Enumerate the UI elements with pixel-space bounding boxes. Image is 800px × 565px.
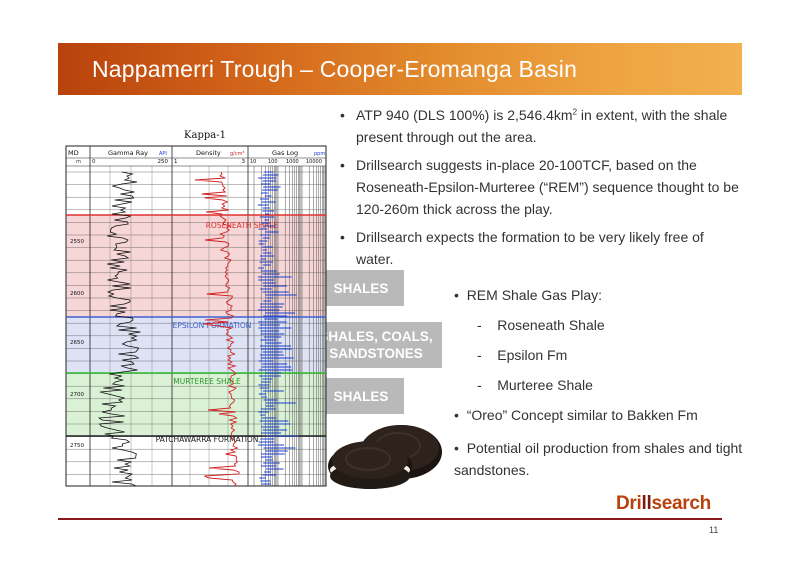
depth-2750: 2750 <box>70 443 84 449</box>
well-log-chart: Kappa-1 MD m Gamma Ray API Density g/cm³ Gas L… <box>65 130 327 487</box>
md-unit: m <box>76 159 81 165</box>
slide-title: Nappamerri Trough – Cooper-Eromanga Basi… <box>92 56 578 82</box>
play-heading: • REM Shale Gas Play: <box>454 287 603 303</box>
bullet-water: • Drillsearch expects the formation to b… <box>340 229 704 267</box>
gamma-header: Gamma Ray <box>108 149 148 157</box>
bullet-potential-oil: • Potential oil production from shales a… <box>454 440 743 478</box>
density-max: 3 <box>242 159 246 165</box>
density-header: Density <box>196 149 221 157</box>
well-name: Kappa-1 <box>184 130 226 141</box>
main-bullets: • ATP 940 (DLS 100%) is 2,546.4km2 in ex… <box>340 104 745 276</box>
depth-2650: 2650 <box>70 340 84 346</box>
drillsearch-logo: Drillsearch <box>616 493 711 514</box>
gamma-min: 0 <box>92 159 96 165</box>
gas-unit: ppm <box>314 151 325 157</box>
label-shales-top: SHALES <box>318 270 404 306</box>
gamma-max: 250 <box>158 159 169 165</box>
gas-tick-10000: 10000 <box>306 159 322 165</box>
density-unit: g/cm³ <box>230 151 244 157</box>
gas-tick-1000: 1000 <box>286 159 299 165</box>
gas-tick-10: 10 <box>250 159 256 165</box>
bullet-in-place: • Drillsearch suggests in-place 20-100TC… <box>340 157 739 217</box>
bullet-extent: • ATP 940 (DLS 100%) is 2,546.4km2 in ex… <box>340 107 728 145</box>
label-shales-coals-sandstones: SHALES, COALS, SANDSTONES <box>310 322 442 368</box>
label-shales-bottom: SHALES <box>318 378 404 414</box>
oreo-cookie-image <box>328 425 442 489</box>
depth-2700: 2700 <box>70 392 84 398</box>
gas-tick-100: 100 <box>268 159 278 165</box>
title-banner: Nappamerri Trough – Cooper-Eromanga Basi… <box>58 43 742 95</box>
formation-label-1: ROSENEATH SHALE <box>206 221 279 230</box>
footer-divider <box>58 518 722 520</box>
play-item-epsilon: - Epsilon Fm <box>477 347 568 363</box>
depth-2550: 2550 <box>70 239 84 245</box>
page-number: 11 <box>709 525 719 535</box>
gas-header: Gas Log <box>272 149 298 157</box>
formation-label-4: PATCHAWARRA FORMATION <box>156 435 259 444</box>
md-header: MD <box>68 149 79 157</box>
density-curve <box>194 171 240 487</box>
play-item-murteree: - Murteree Shale <box>477 377 593 393</box>
density-min: 1 <box>174 159 178 165</box>
bullet-oreo: • “Oreo” Concept similar to Bakken Fm <box>454 407 698 423</box>
gamma-ray-curve <box>97 171 141 487</box>
gamma-unit: API <box>159 151 167 157</box>
depth-2600: 2600 <box>70 291 84 297</box>
play-item-roseneath: - Roseneath Shale <box>477 317 605 333</box>
formation-label-3: MURTEREE SHALE <box>173 377 241 386</box>
